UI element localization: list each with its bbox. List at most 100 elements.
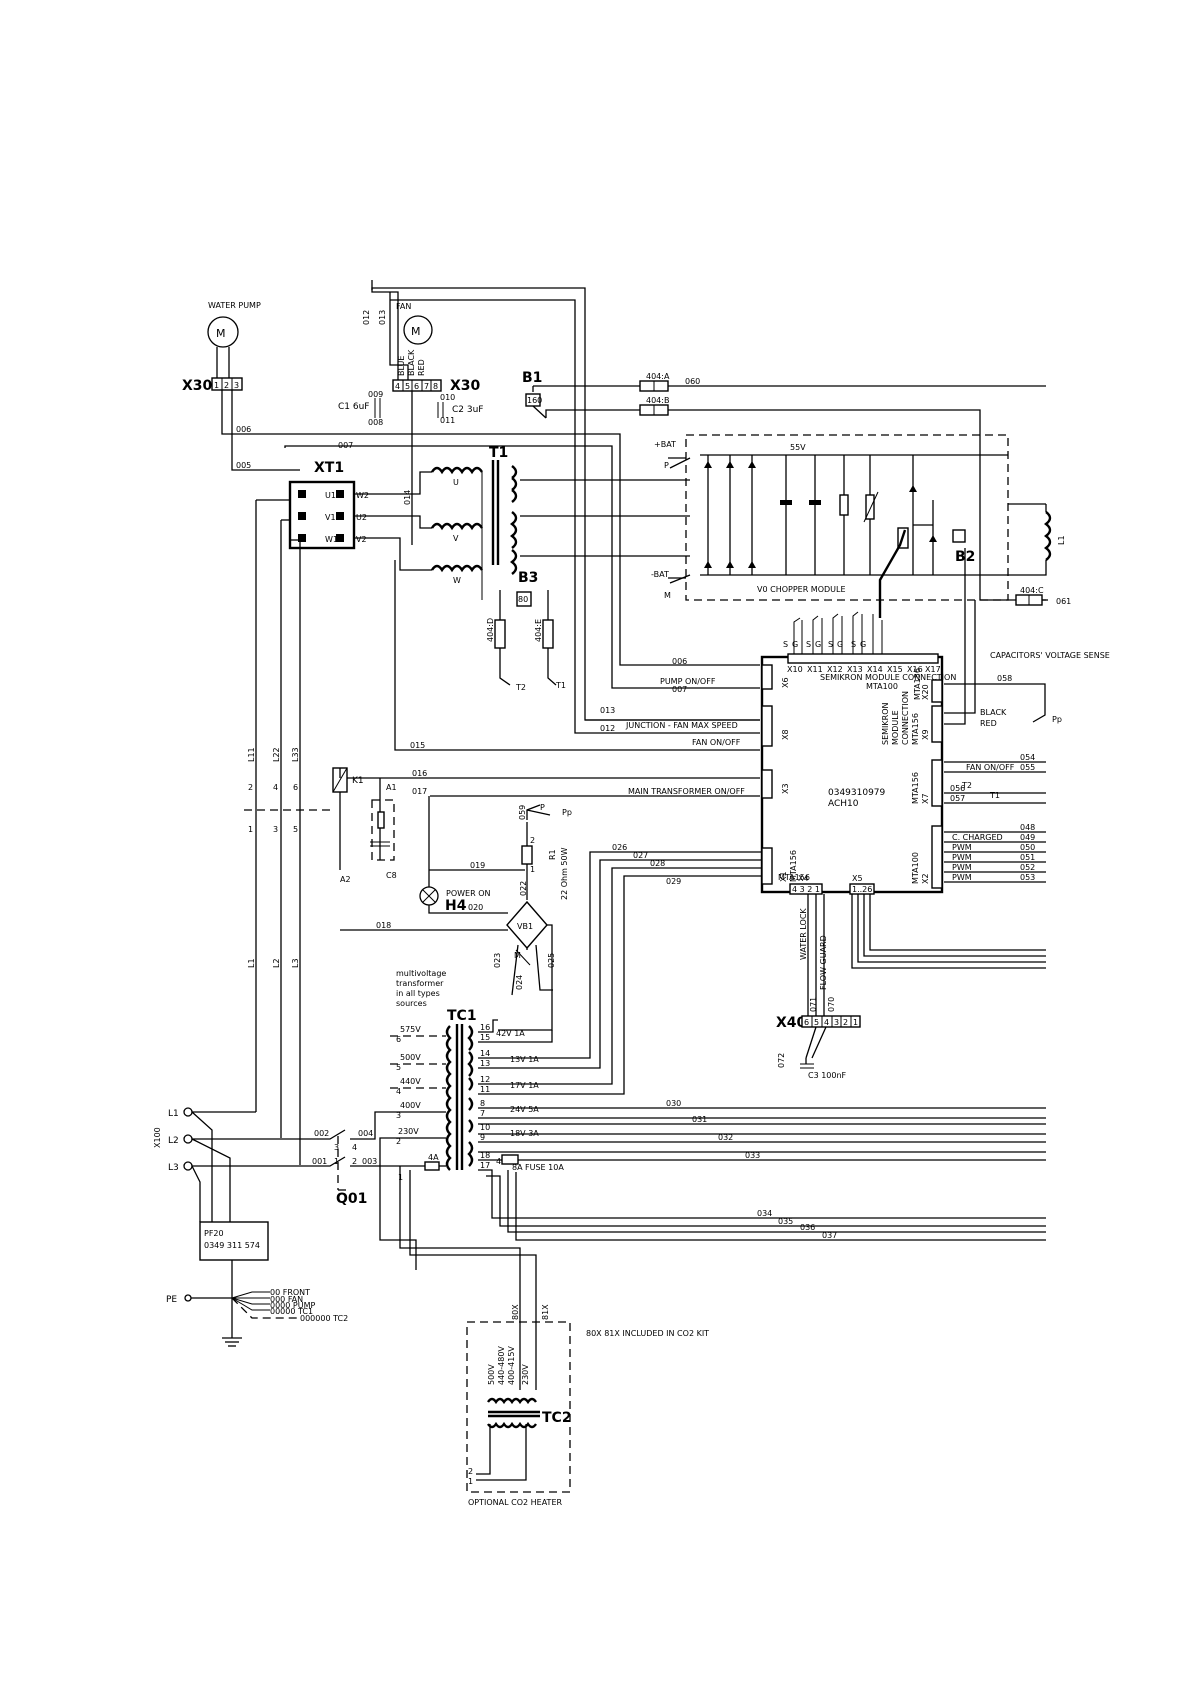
tc1-label: TC1	[447, 1008, 477, 1024]
svg-text:X2: X2	[921, 873, 930, 884]
svg-text:M: M	[514, 951, 521, 960]
ach10-control-board[interactable]: 0349310979 ACH10 SEMIKRON MODULE CONNECT…	[760, 611, 956, 895]
svg-text:T2: T2	[515, 683, 526, 692]
water-lock-label: WATER LOCK	[799, 908, 808, 960]
svg-text:multivoltage: multivoltage	[396, 969, 446, 978]
svg-text:MTA100: MTA100	[866, 682, 898, 691]
svg-text:15: 15	[480, 1033, 490, 1042]
fan-on-off-right-label: FAN ON/OFF	[966, 763, 1015, 772]
svg-text:009: 009	[368, 390, 383, 399]
svg-text:404:C: 404:C	[1020, 586, 1044, 595]
svg-text:X17: X17	[925, 665, 941, 674]
svg-text:V2: V2	[356, 535, 367, 544]
c1-label: C1 6uF	[338, 402, 369, 412]
svg-text:003: 003	[362, 1157, 377, 1166]
svg-text:U2: U2	[356, 513, 367, 522]
svg-text:2: 2	[352, 1157, 357, 1166]
svg-text:RED: RED	[980, 719, 997, 728]
svg-text:W1: W1	[325, 535, 338, 544]
svg-text:052: 052	[1020, 863, 1035, 872]
svg-text:000 FAN: 000 FAN	[270, 1295, 303, 1304]
svg-text:Pp: Pp	[562, 808, 572, 817]
svg-text:G: G	[792, 640, 798, 649]
svg-text:SEMIKRON: SEMIKRON	[881, 703, 890, 745]
r1-value: 22 Ohm 50W	[560, 847, 569, 900]
svg-text:500V: 500V	[487, 1364, 496, 1385]
svg-text:049: 049	[1020, 833, 1035, 842]
svg-text:008: 008	[368, 418, 383, 427]
svg-text:048: 048	[1020, 823, 1035, 832]
x30-left-label: X30	[182, 378, 213, 394]
svg-text:7: 7	[424, 382, 429, 391]
svg-text:80X: 80X	[511, 1304, 520, 1320]
svg-text:007: 007	[338, 441, 353, 450]
svg-text:L33: L33	[291, 747, 300, 762]
svg-text:X10: X10	[787, 665, 803, 674]
svg-text:55V: 55V	[790, 443, 806, 452]
svg-text:011: 011	[440, 416, 455, 425]
svg-text:030: 030	[666, 1099, 681, 1108]
v0-chopper-module: V0 CHOPPER MODULE +BAT P -BAT M 55V	[651, 434, 1009, 601]
svg-text:002: 002	[314, 1129, 329, 1138]
fan: FAN M BLUE BLACK RED	[396, 302, 433, 376]
svg-text:T2: T2	[961, 781, 972, 790]
svg-text:RED: RED	[417, 359, 426, 376]
svg-text:BLACK: BLACK	[980, 708, 1007, 717]
q01-switch[interactable]: Q01 002 001 004 003 3 4 1 2	[281, 1111, 425, 1207]
svg-text:013: 013	[600, 706, 615, 715]
q01-label: Q01	[336, 1191, 367, 1207]
svg-text:2: 2	[530, 836, 535, 845]
co2-heater-label: OPTIONAL CO2 HEATER	[468, 1498, 563, 1507]
svg-text:9: 9	[480, 1133, 485, 1142]
svg-text:016: 016	[412, 769, 427, 778]
svg-text:X3: X3	[781, 783, 790, 794]
fan-label: FAN	[396, 302, 411, 311]
ach10-partno: 0349310979	[828, 788, 886, 798]
svg-text:032: 032	[718, 1133, 733, 1142]
svg-text:404:B: 404:B	[646, 396, 669, 405]
optional-co2-heater: OPTIONAL CO2 HEATER 80X 81X INCLUDED IN …	[466, 1304, 709, 1507]
svg-text:A1: A1	[386, 783, 397, 792]
svg-text:022: 022	[519, 881, 528, 896]
svg-text:S: S	[783, 640, 788, 649]
tc1-transformer: TC1 multivoltage transformer in all type…	[390, 969, 539, 1182]
svg-text:MTA156: MTA156	[913, 668, 922, 700]
svg-text:005: 005	[236, 461, 251, 470]
svg-text:00000 TC1: 00000 TC1	[270, 1307, 313, 1316]
svg-text:025: 025	[547, 953, 556, 968]
c2-label: C2 3uF	[452, 405, 483, 415]
svg-text:1: 1	[853, 1018, 858, 1027]
svg-text:012: 012	[600, 724, 615, 733]
svg-text:81X: 81X	[541, 1304, 550, 1320]
svg-text:061: 061	[1056, 597, 1071, 606]
chopper-title: V0 CHOPPER MODULE	[757, 585, 846, 594]
svg-text:G: G	[815, 640, 821, 649]
svg-text:X14: X14	[867, 665, 883, 674]
svg-text:4A: 4A	[428, 1153, 439, 1162]
svg-text:010: 010	[440, 393, 455, 402]
svg-text:5: 5	[293, 825, 298, 834]
r1-label: R1	[548, 849, 557, 860]
water-pump: WATER PUMP M	[207, 301, 261, 378]
xt1-label: XT1	[314, 460, 344, 476]
mains-x100: X100 L1 L2 L3	[153, 1107, 300, 1222]
svg-text:500V: 500V	[400, 1053, 421, 1062]
svg-text:W2: W2	[356, 491, 369, 500]
fuse-404b: 404:B	[639, 396, 669, 416]
svg-text:031: 031	[692, 1115, 707, 1124]
svg-text:80: 80	[518, 595, 528, 604]
svg-text:018: 018	[376, 921, 391, 930]
svg-text:S: S	[828, 640, 833, 649]
svg-text:1: 1	[248, 825, 253, 834]
svg-text:C8: C8	[386, 871, 397, 880]
svg-text:4: 4	[273, 783, 278, 792]
fan-on-off-label: FAN ON/OFF	[692, 738, 741, 747]
svg-text:060: 060	[685, 377, 700, 386]
pe-label: PE	[166, 1295, 177, 1305]
xt1-terminal-block: XT1 U1 V1 W1 W2 U2 V2	[288, 460, 369, 550]
b3-thermal-switch: B3 80 404:D 404:E T2 T1	[486, 570, 566, 692]
svg-text:400V: 400V	[400, 1101, 421, 1110]
t1-transformer: T1 U V W	[430, 445, 518, 585]
svg-text:070: 070	[827, 997, 836, 1012]
power-on-label: POWER ON	[446, 889, 490, 898]
